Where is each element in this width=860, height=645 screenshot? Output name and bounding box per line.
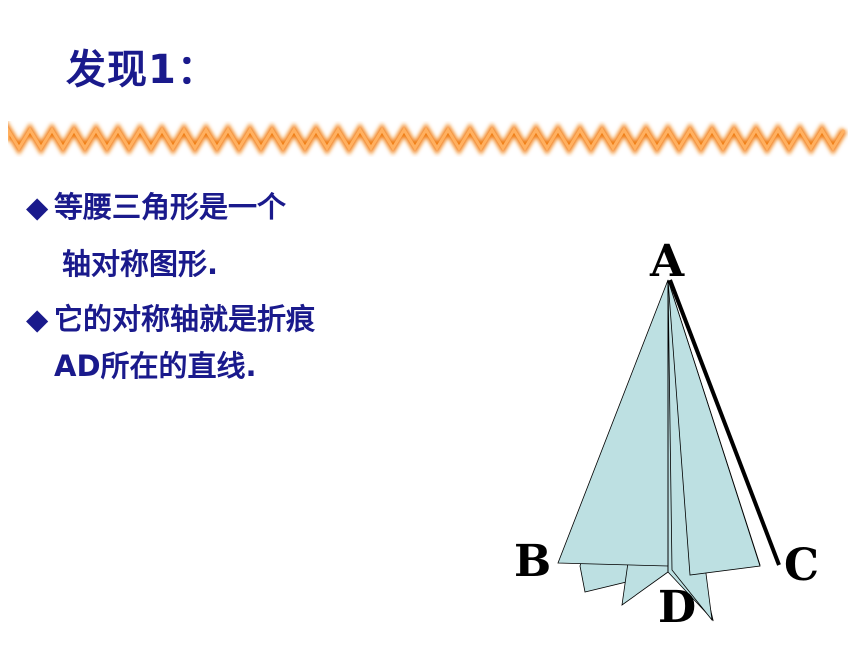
wavy-divider: [8, 123, 847, 155]
diamond-bullet-icon: ◆: [26, 302, 49, 336]
edge-ac: [668, 279, 781, 566]
bullet-text: 等腰三角形是一个: [54, 190, 287, 224]
page-title: 发现1：: [66, 47, 218, 93]
bullet-item-1-continuation: 轴对称图形.: [62, 247, 219, 281]
bullet-text: 它的对称轴就是折痕: [54, 302, 316, 336]
vertex-label-a: A: [650, 236, 685, 287]
bullet-item-2: ◆它的对称轴就是折痕: [26, 300, 315, 338]
vertex-label-d: D: [658, 582, 697, 633]
triangle-left-half: [557, 279, 669, 567]
bullet-item-1: ◆等腰三角形是一个: [26, 188, 286, 226]
vertex-label-c: C: [784, 540, 820, 591]
fold-panel: [667, 279, 761, 576]
vertex-label-b: B: [514, 536, 552, 587]
diamond-bullet-icon: ◆: [26, 190, 49, 224]
bullet-item-2-continuation: AD所在的直线.: [54, 349, 257, 383]
